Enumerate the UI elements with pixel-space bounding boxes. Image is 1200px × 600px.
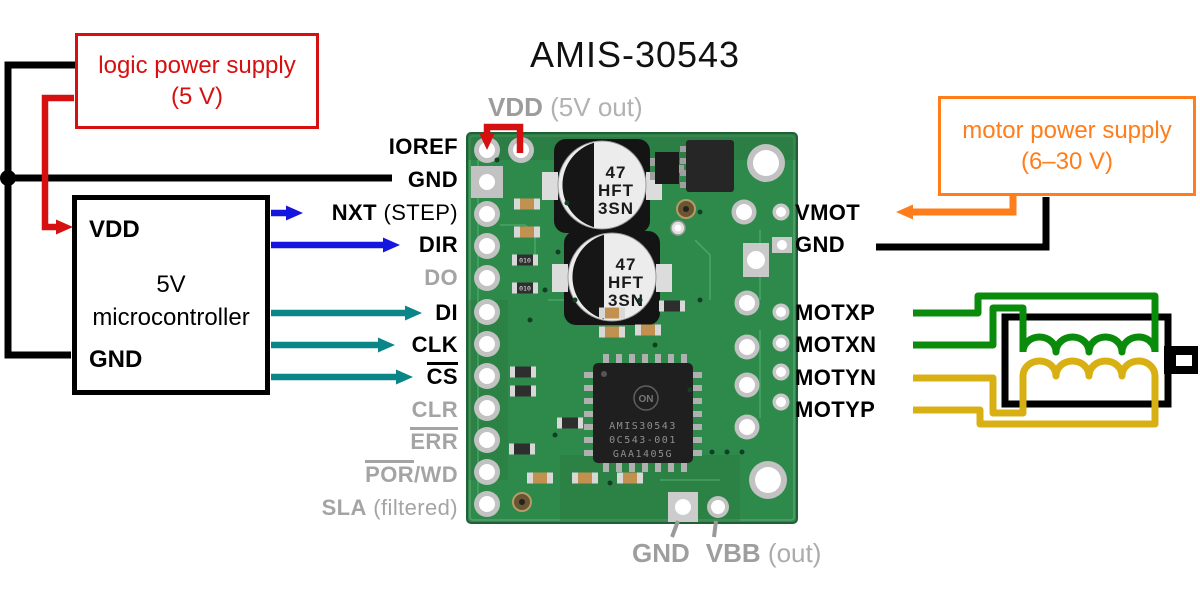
- pin-label-motyp: MOTYP: [795, 397, 876, 422]
- pin-label-clr: CLR: [411, 397, 458, 422]
- chip-line1: AMIS30543: [609, 421, 677, 432]
- vbb-label: VBB: [705, 538, 761, 568]
- chip-line2: 0C543-001: [609, 435, 677, 446]
- pin-label-motyn: MOTYN: [795, 365, 877, 390]
- cap1-value: 47: [606, 163, 627, 182]
- regulator-components: [650, 140, 734, 192]
- svg-text:010: 010: [519, 257, 531, 265]
- pin-label-cs: CS: [426, 362, 458, 389]
- pcb-right-holes: [731, 144, 792, 499]
- wire-motyn: [913, 374, 1027, 417]
- ground-wires: [4, 61, 392, 359]
- dark-resistors: 010 010: [509, 254, 685, 455]
- pcb-bottom-pins: [668, 492, 729, 538]
- svg-text:HFT: HFT: [608, 273, 644, 292]
- coil-x: [1019, 333, 1159, 356]
- arrowhead-5v-mcu: [56, 219, 73, 235]
- arrowhead-nxt: [286, 205, 303, 221]
- svg-text:3SN: 3SN: [598, 199, 634, 218]
- svg-text:HFT: HFT: [598, 181, 634, 200]
- pin-label-gnd: GND: [407, 167, 458, 192]
- mcu-title: 5V microcontroller: [92, 271, 250, 331]
- wire-motxn: [913, 304, 1027, 352]
- arrowhead-vdd-jumper: [479, 134, 495, 150]
- wire-motyp: [913, 376, 1159, 428]
- page-title: AMIS-30543: [529, 34, 741, 75]
- wire-vmot: [913, 196, 1017, 216]
- pin-label-do: DO: [424, 265, 458, 290]
- svg-text:3SN: 3SN: [608, 291, 644, 310]
- mcu-vdd-pin: VDD: [89, 216, 140, 243]
- microcontroller-box: VDD 5V microcontroller GND: [72, 195, 270, 395]
- arrowhead-clk: [378, 337, 395, 353]
- amis30543-chip: ON AMIS30543 0C543-001 GAA1405G: [584, 354, 702, 472]
- tan-resistors: [514, 198, 661, 484]
- pin-label-nxt: NXT (STEP): [331, 200, 458, 225]
- arrowhead-di: [405, 305, 422, 321]
- board-vdd-out-label: VDD (5V out): [488, 92, 643, 122]
- pin-label-di: DI: [435, 300, 458, 325]
- arrowhead-cs: [396, 369, 413, 385]
- coil-y: [1019, 357, 1159, 380]
- pin-label-motxn: MOTXN: [795, 332, 877, 357]
- pin-label-ioref: IOREF: [388, 134, 458, 159]
- spi-wires: [271, 309, 405, 381]
- pin-label-clk: CLK: [411, 332, 458, 357]
- gnd-bottom-label: GND: [632, 538, 690, 568]
- pin-label-sla: SLA (filtered): [321, 495, 458, 520]
- arrowhead-vmot: [896, 204, 913, 220]
- coil-x-wires: [913, 292, 1159, 356]
- mcu-gnd-pin: GND: [89, 346, 143, 373]
- step-dir-wires: [271, 209, 383, 249]
- motor-power-supply-box: motor power supply (6–30 V): [938, 96, 1196, 196]
- chip-line3: GAA1405G: [613, 449, 673, 460]
- cap2-value: 47: [616, 255, 637, 274]
- wire-motxp: [913, 292, 1159, 352]
- coil-y-wires: [913, 357, 1159, 428]
- capacitor-2: 47 HFT 3SN: [552, 231, 672, 325]
- pin-label-porwd: POR/WD: [365, 460, 458, 487]
- arrowhead-dir: [383, 237, 400, 253]
- logic-power-supply-box: logic power supply (5 V): [75, 33, 319, 129]
- chip-logo: ON: [639, 394, 654, 405]
- wire-5v-to-mcu: [41, 94, 74, 231]
- pin-label-motxp: MOTXP: [795, 300, 876, 325]
- pcb-left-pin-holes: [471, 137, 534, 517]
- pin-label-err: ERR: [410, 427, 458, 454]
- stepper-motor-icon: [913, 292, 1198, 428]
- wire-gnd-loop: [4, 61, 75, 359]
- pcb-board: 47 HFT 3SN 47 HFT 3SN: [466, 132, 798, 538]
- pin-label-gnd-right: GND: [795, 232, 846, 257]
- wire-vdd-jumper: [483, 123, 524, 153]
- pin-label-dir: DIR: [418, 232, 458, 257]
- svg-text:010: 010: [519, 285, 531, 293]
- smd-resistors: 010 010: [509, 198, 685, 484]
- pcb-vias: [494, 157, 745, 512]
- wire-junction-dot: [0, 170, 16, 186]
- pin-label-vmot: VMOT: [795, 200, 861, 225]
- capacitor-1: 47 HFT 3SN: [542, 139, 662, 233]
- wire-motor-gnd: [876, 197, 1050, 251]
- logic-power-wires: [41, 94, 524, 231]
